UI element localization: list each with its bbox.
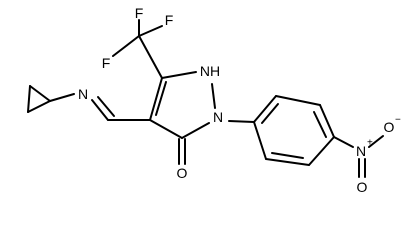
bond-cp-a bbox=[29, 85, 51, 102]
bond-ar-1 bbox=[253, 95, 277, 123]
bond-c-f2 bbox=[112, 35, 140, 57]
atom-n1: N bbox=[213, 109, 223, 125]
atom-f-left: F bbox=[102, 55, 111, 71]
molecule-svg: F F F NH N N O N + O − O bbox=[27, 5, 401, 195]
bond-ar-inner-1 bbox=[261, 103, 279, 124]
bond-ar-inner-2 bbox=[313, 111, 327, 138]
bond-c4-c5 bbox=[149, 77, 163, 121]
bond-ch-n-double bbox=[97, 96, 115, 117]
atom-n-imine: N bbox=[78, 86, 88, 102]
bond-ar-nitro bbox=[333, 136, 354, 148]
bond-c3-c4 bbox=[149, 119, 183, 139]
atom-n-nitro-charge: + bbox=[367, 138, 373, 149]
molecule-structure-diagram: F F F NH N N O N + O − O bbox=[27, 5, 401, 195]
bond-nh-n1 bbox=[211, 83, 216, 109]
bond-ar-4 bbox=[308, 136, 335, 166]
atom-f-right: F bbox=[165, 12, 174, 28]
bond-ar-5 bbox=[265, 158, 310, 166]
bond-cp-c bbox=[27, 85, 31, 113]
atom-o-nitro-down: O bbox=[357, 179, 368, 195]
bond-n1-aryl bbox=[228, 120, 255, 123]
bond-n-cp bbox=[49, 93, 75, 102]
bond-nitro-o-up bbox=[368, 135, 384, 148]
bond-ch-n bbox=[91, 99, 109, 121]
atom-o-carbonyl: O bbox=[177, 165, 188, 181]
atom-n-nitro: N bbox=[356, 143, 366, 159]
bond-ar-2 bbox=[275, 95, 321, 106]
bond-c4-c5-double bbox=[155, 81, 167, 116]
bond-ar-inner-3 bbox=[271, 152, 304, 159]
atom-o-nitro-up-charge: − bbox=[395, 115, 401, 126]
atom-nh: NH bbox=[200, 63, 220, 79]
bond-cp-b bbox=[27, 100, 51, 113]
bond-c-c5 bbox=[138, 35, 163, 79]
bond-ar-3 bbox=[319, 104, 335, 138]
bond-c-f3 bbox=[138, 25, 163, 37]
bond-c5-nh bbox=[161, 71, 197, 79]
bond-n1-c3 bbox=[181, 122, 210, 139]
bond-ar-6 bbox=[253, 121, 267, 160]
atom-f-top: F bbox=[135, 5, 144, 21]
atom-o-nitro-up: O bbox=[384, 119, 395, 135]
